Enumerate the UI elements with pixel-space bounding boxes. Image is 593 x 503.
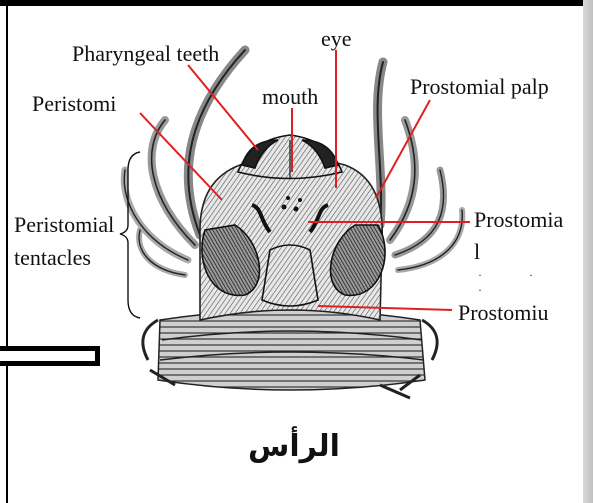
label-peristomial-tentacles-line2: tentacles [14,245,91,270]
label-pharyngeal-teeth: Pharyngeal teeth [72,43,219,65]
label-peristomial-tentacles-line1: Peristomial [14,212,114,237]
label-mouth: mouth [262,86,318,108]
label-prostomial-line2: l [474,239,480,264]
label-prostomial: Prostomia l [474,204,563,268]
label-peristomi: Peristomi [32,93,116,115]
label-prostomial-palp: Prostomial palp [410,76,549,98]
label-peristomial-tentacles: Peristomial tentacles [14,208,114,274]
body-segments [143,310,437,398]
caption-arabic-head: الرأس [248,432,340,462]
pointer-prostomial-palp [376,100,430,198]
label-eye: eye [321,28,352,50]
dot-marks: · · · [478,268,593,298]
label-prostomial-line1: Prostomia [474,207,563,232]
pharynx [238,135,342,179]
prostomium [262,245,318,306]
label-prostomiu: Prostomiu [458,302,548,324]
